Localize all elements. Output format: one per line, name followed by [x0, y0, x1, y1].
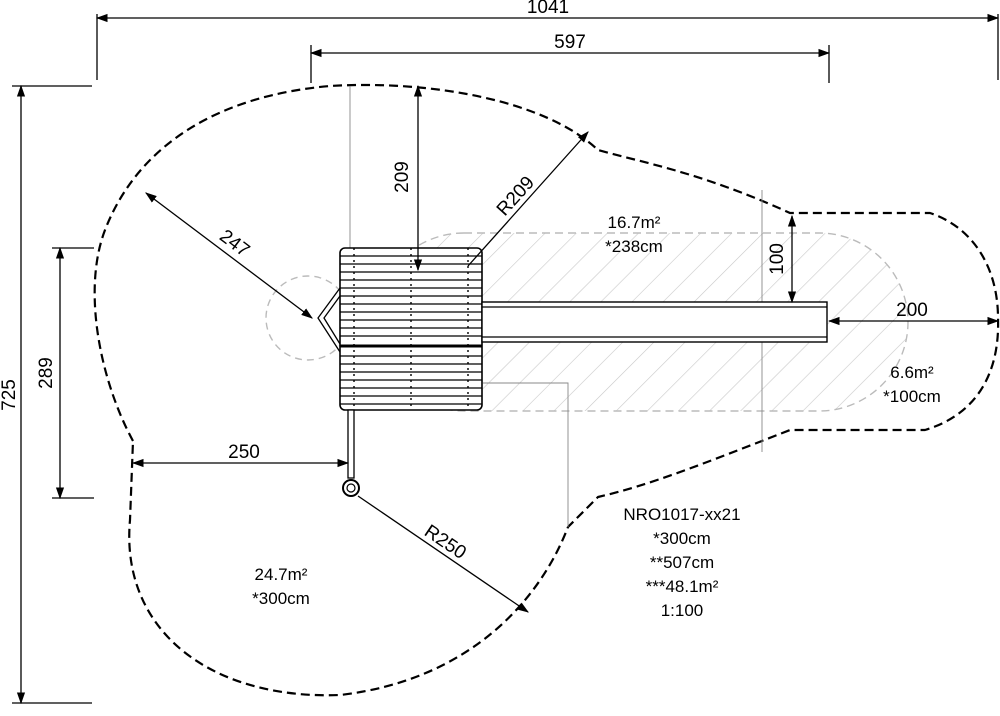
ladder: [317, 287, 341, 353]
dim-slide-end: 200: [827, 300, 1000, 326]
slide: [481, 301, 828, 343]
depth-top-label: 209: [392, 161, 413, 193]
dim-swing-radius: R250: [357, 495, 529, 613]
dim-structure-width: 597: [309, 32, 831, 83]
dim-depth-top: 209: [392, 84, 423, 272]
slide-end-zone-area: 6.6m²: [890, 363, 934, 382]
overall-width-label: 1041: [527, 0, 569, 18]
tower-platform: [339, 247, 483, 411]
dim-swing-width: 250: [131, 442, 350, 468]
overall-height-label: 725: [0, 379, 20, 411]
dim-diagonal-left: 247: [145, 192, 313, 319]
product-code: NRO1017-xx21: [623, 505, 740, 524]
swing-arm: [342, 409, 360, 497]
dim-side-height: 289: [36, 246, 94, 500]
slide-end-zone-height: *100cm: [883, 387, 941, 406]
product-total-area: ***48.1m²: [646, 577, 719, 596]
product-free-height: **507cm: [650, 553, 714, 572]
dim-overall-width: 1041: [95, 0, 1000, 80]
safety-zone-outline: [93, 83, 1000, 697]
product-scale: 1:100: [661, 601, 704, 620]
product-fall-height: *300cm: [653, 529, 711, 548]
slide-offset-label: 100: [767, 243, 788, 275]
dim-slide-offset: 100: [767, 214, 797, 304]
structure-width-label: 597: [554, 32, 586, 53]
swing-width-label: 250: [228, 442, 260, 463]
slide-zone-area: 16.7m²: [608, 213, 661, 232]
swing-radius-label: R250: [420, 521, 469, 564]
swing-zone-height: *300cm: [252, 589, 310, 608]
diagonal-left-label: 247: [215, 226, 253, 262]
swing-zone-area: 24.7m²: [255, 565, 308, 584]
product-info-block: NRO1017-xx21 *300cm **507cm ***48.1m² 1:…: [623, 505, 740, 620]
slide-end-label: 200: [896, 300, 928, 321]
dim-overall-height: 725: [0, 84, 92, 705]
side-height-label: 289: [36, 357, 57, 389]
swing-ref-line: [483, 382, 569, 527]
slide-zone-height: *238cm: [605, 237, 663, 256]
